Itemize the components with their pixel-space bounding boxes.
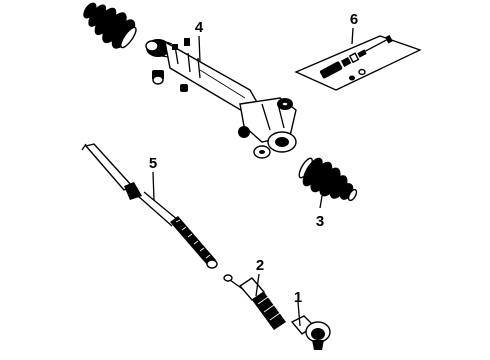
leader-1 bbox=[297, 301, 301, 327]
leader-2 bbox=[255, 273, 260, 297]
callout-3: 3 bbox=[316, 213, 324, 230]
callout-4: 4 bbox=[195, 19, 204, 36]
leader-6 bbox=[351, 27, 354, 45]
callout-1: 1 bbox=[294, 289, 302, 306]
leader-3 bbox=[319, 195, 323, 209]
boot-upper-left bbox=[83, 2, 137, 49]
parts-kit-box bbox=[294, 34, 422, 91]
tie-rod-end bbox=[290, 315, 331, 350]
leader-4 bbox=[198, 35, 201, 63]
inner-tie-rod bbox=[81, 143, 218, 269]
leader-lines bbox=[152, 27, 354, 327]
callout-2: 2 bbox=[256, 257, 264, 274]
adjuster-sleeve bbox=[223, 274, 286, 330]
leader-5 bbox=[152, 171, 155, 201]
boot-right bbox=[298, 157, 358, 202]
rack-housing bbox=[145, 38, 297, 159]
callout-5: 5 bbox=[149, 155, 157, 172]
callout-6: 6 bbox=[350, 11, 358, 28]
tie-rod-thread bbox=[170, 216, 216, 266]
